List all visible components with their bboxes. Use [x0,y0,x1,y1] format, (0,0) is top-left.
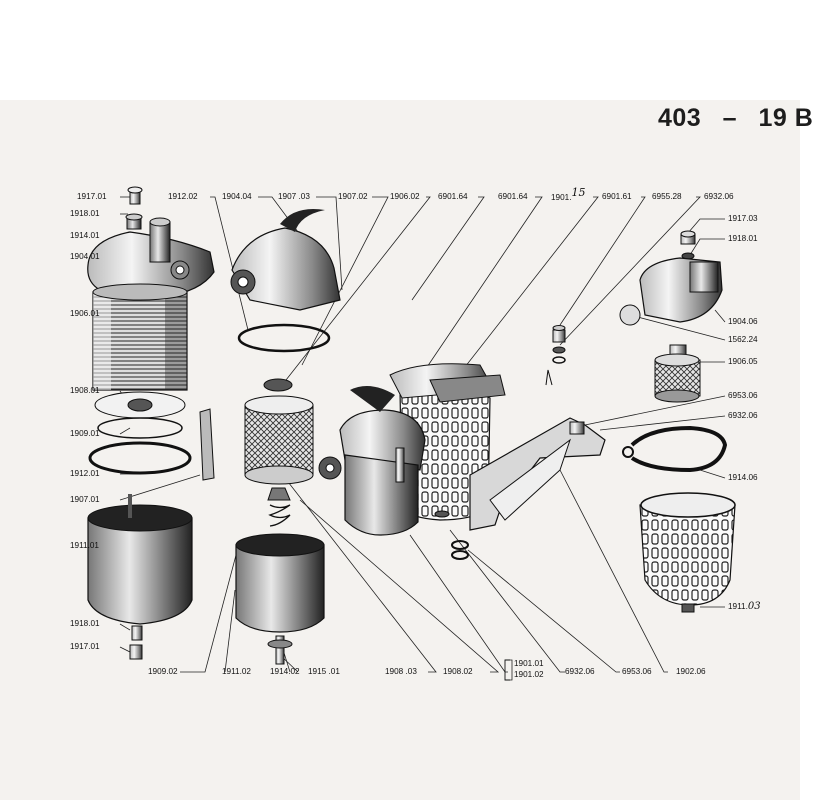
callout-1904-04: 1904.04 [222,192,252,201]
filter-assembly-main [318,325,606,560]
callout-1906-01: 1906.01 [70,309,100,318]
callout-1906-02: 1906.02 [390,192,420,201]
callout-1904-06: 1904.06 [728,317,758,326]
plate-model: 403 [658,104,702,132]
callout-1911-right-print: 1911. [728,602,748,611]
callout-1908-02: 1908.02 [443,667,473,676]
callout-1918-01-right: 1918.01 [728,234,758,243]
callout-1909-01: 1909.01 [70,429,100,438]
filter-assembly-left [87,186,215,660]
plate-separator: – [722,104,738,132]
group-bracket [504,659,510,681]
callout-1901-02: 1901.02 [514,670,544,679]
callout-1912-02: 1912.02 [168,192,198,201]
callout-1562-24: 1562.24 [728,335,758,344]
callout-1901-top-print: 1901. [551,193,572,202]
callout-1915-01: 1915 .01 [308,667,340,676]
filter-assembly-center [230,208,341,665]
callout-6955-28: 6955.28 [652,192,682,201]
callout-1911-02: 1911.02 [222,667,251,676]
callout-1908-03: 1908 .03 [385,667,417,676]
callout-1918-01-bottom: 1918.01 [70,619,100,628]
callout-1908-01: 1908.01 [70,386,100,395]
callout-1907-02: 1907.02 [338,192,368,201]
callout-1918-01-left: 1918.01 [70,209,100,218]
callout-1904-01: 1904.01 [70,252,100,261]
callout-1914-06: 1914.06 [728,473,758,482]
callout-6901-64-b: 6901.64 [498,192,528,201]
callout-1902-06: 1902.06 [676,667,706,676]
callout-1901-top: 1901.15 [551,187,586,203]
plate-title: 403 – 19 B [658,104,813,133]
callout-1914-02: 1914.02 [270,667,300,676]
callout-1912-01: 1912.01 [70,469,100,478]
callout-1911-01: 1911.01 [70,541,99,550]
callout-1909-02: 1909.02 [148,667,178,676]
callout-1917-01-top: 1917.01 [77,192,107,201]
callout-1901-top-handwritten: 15 [571,186,586,199]
callout-6901-61: 6901.61 [602,192,632,201]
callout-1901-01: 1901.01 [514,659,544,668]
callout-1911-right: 1911.03 [728,602,761,612]
callout-1911-right-handwritten: 03 [747,601,761,612]
callout-6932-06-bottom: 6932.06 [565,667,595,676]
callout-1906-05: 1906.05 [728,357,758,366]
callout-1917-03: 1917.03 [728,214,758,223]
callout-6932-06-top: 6932.06 [704,192,734,201]
callout-1917-01-bottom: 1917.01 [70,642,100,651]
callout-1907-01: 1907.01 [70,495,100,504]
callout-1914-01: 1914.01 [70,231,100,240]
plate-section: 19 B [758,104,813,132]
callout-6953-06-bottom: 6953.06 [622,667,652,676]
filter-assembly-right [619,230,736,613]
callout-6901-64-a: 6901.64 [438,192,468,201]
callout-1907-03-top: 1907 .03 [278,192,310,201]
callout-6932-06-right: 6932.06 [728,411,758,420]
callout-6953-06-right: 6953.06 [728,391,758,400]
